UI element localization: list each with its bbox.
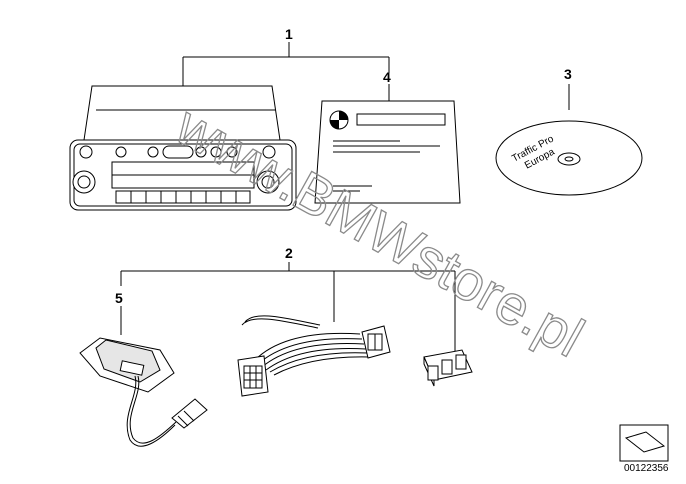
callout-5: 5 xyxy=(115,290,123,306)
radio-unit xyxy=(69,85,297,211)
cable-harness xyxy=(237,315,391,397)
callout-2: 2 xyxy=(285,245,293,261)
callout-group-1-lines xyxy=(182,42,390,102)
diagram-reference: 00122356 xyxy=(619,424,669,474)
cd-disc: Traffic Pro Europa xyxy=(495,120,643,196)
knob-icon xyxy=(79,145,93,159)
callout-group-2-lines xyxy=(120,262,456,352)
callout-3: 3 xyxy=(564,66,572,82)
callout-4: 4 xyxy=(383,69,391,85)
gps-antenna xyxy=(79,337,208,447)
connector-housing xyxy=(423,349,473,387)
direction-arrow-icon xyxy=(624,431,666,453)
diagram-number: 00122356 xyxy=(624,463,669,474)
callout-1: 1 xyxy=(285,26,293,42)
manual-booklet xyxy=(314,100,461,204)
